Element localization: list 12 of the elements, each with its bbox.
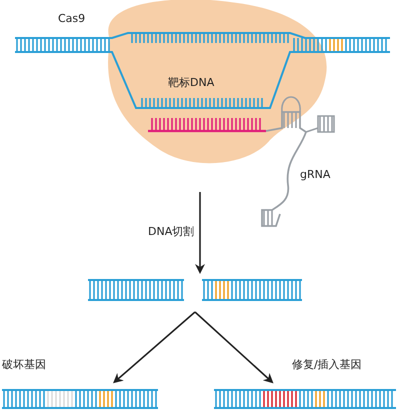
part-label: 靶标DNA bbox=[168, 76, 214, 89]
dna-strand-drawing bbox=[88, 278, 302, 302]
arrow bbox=[195, 192, 205, 274]
arrow bbox=[113, 311, 196, 384]
dna-strand-drawing bbox=[2, 388, 158, 410]
caption-text: 破坏基因 bbox=[2, 358, 46, 371]
part-label: gRNA bbox=[300, 168, 330, 181]
part-label: Cas9 bbox=[58, 12, 86, 25]
edge-label: DNA切割 bbox=[148, 225, 194, 238]
dna-strand-drawing bbox=[214, 388, 396, 410]
caption-text: 修复/插入基因 bbox=[292, 358, 362, 371]
arrow bbox=[194, 311, 274, 384]
